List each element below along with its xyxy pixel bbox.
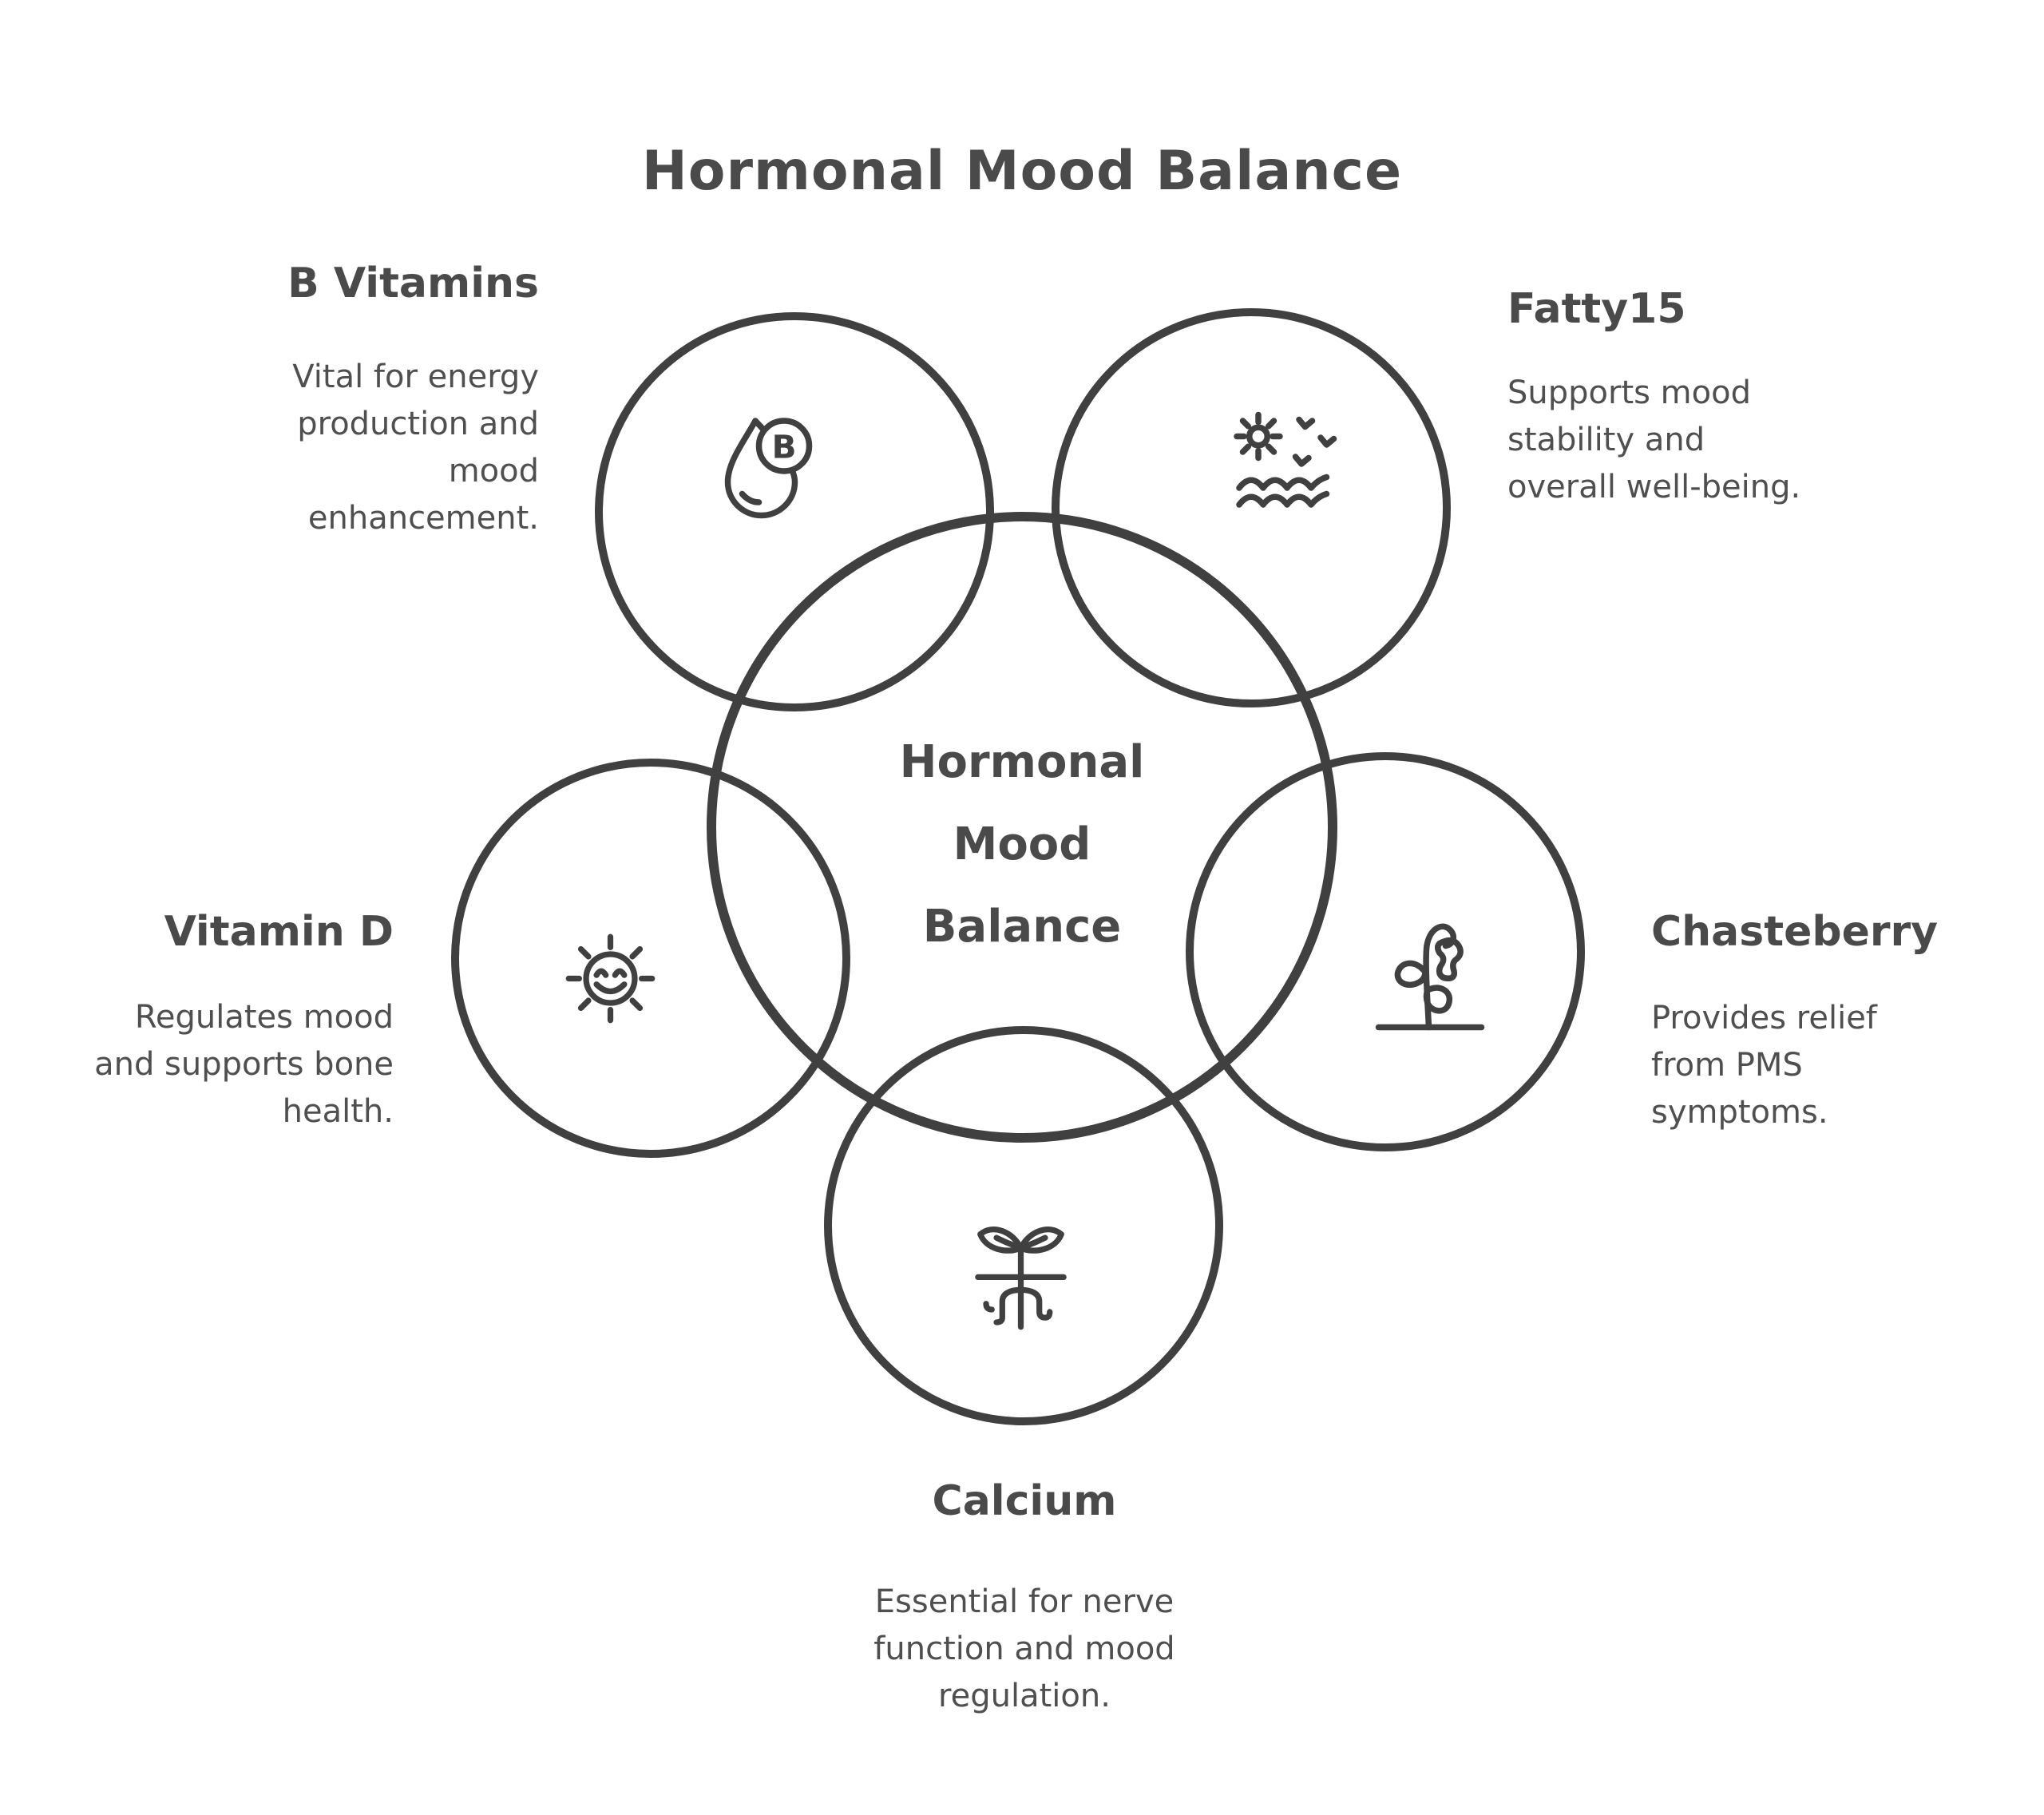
section-description: Vital for energy production and mood enh… <box>292 359 539 537</box>
sprout-roots-icon <box>963 1217 1079 1333</box>
center-label-line: Hormonal <box>899 736 1145 788</box>
section-b-vitamins: B Vitamins Vital for energy production a… <box>128 259 539 542</box>
wilting-plant-icon <box>1370 918 1490 1038</box>
section-description: Essential for nerve function and mood re… <box>873 1583 1175 1714</box>
section-description: Regulates mood and supports bone health. <box>94 999 394 1130</box>
center-label-line: Balance <box>922 901 1122 953</box>
section-description: Supports mood stability and overall well… <box>1507 374 1801 505</box>
section-heading: Calcium <box>932 1477 1117 1525</box>
section-chasteberry: Chasteberry Provides relief from PMS sym… <box>1651 907 2026 1136</box>
section-heading: B Vitamins <box>287 260 539 307</box>
page-title: Hormonal Mood Balance <box>641 140 1403 203</box>
section-calcium: Calcium Essential for nerve function and… <box>785 1476 1264 1720</box>
section-heading: Vitamin D <box>164 908 394 956</box>
section-description: Provides relief from PMS symptoms. <box>1651 1000 1877 1131</box>
smiling-sun-icon <box>553 921 668 1036</box>
section-heading: Fatty15 <box>1507 285 1686 333</box>
section-vitamin-d: Vitamin D Regulates mood and supports bo… <box>22 907 394 1135</box>
droplet-b-letter: B <box>772 428 797 466</box>
sun-over-waves-icon <box>1230 409 1349 529</box>
center-label-line: Mood <box>953 818 1091 870</box>
center-label: Hormonal Mood Balance <box>782 721 1262 968</box>
section-fatty15: Fatty15 Supports mood stability and over… <box>1507 284 2002 511</box>
droplet-b-icon: B <box>703 409 822 529</box>
section-heading: Chasteberry <box>1651 908 1939 956</box>
